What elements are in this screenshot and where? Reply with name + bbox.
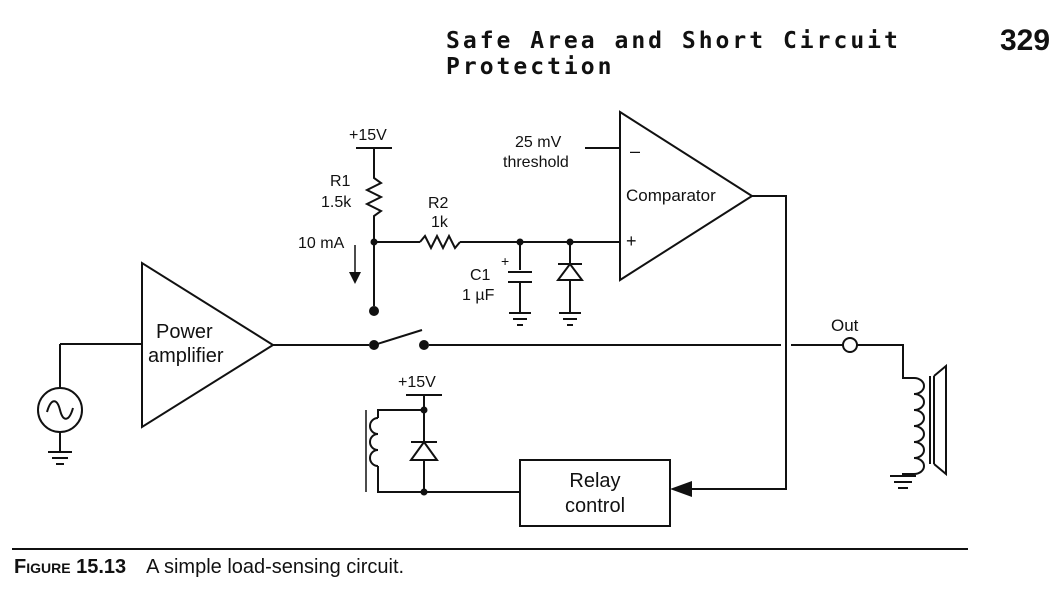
relay-coil-icon [369, 417, 379, 467]
comparator-label: Comparator [626, 186, 716, 205]
c1-plus-label: + [501, 253, 509, 269]
r2-name-label: R2 [428, 195, 449, 212]
figure-caption-label: Figure 15.13 [14, 556, 127, 578]
ground-icon [559, 312, 581, 326]
comparator-plus-label: + [626, 231, 637, 251]
r2-value-label: 1k [431, 214, 449, 231]
comparator-minus-label: – [630, 141, 640, 161]
resistor-r2 [419, 233, 461, 251]
power-amplifier-symbol [141, 261, 275, 429]
r1-name-label: R1 [330, 173, 351, 190]
relay-control-block [519, 459, 671, 527]
running-header-title: Safe Area and Short Circuit Protection [446, 28, 901, 80]
clamp-diode [556, 242, 584, 312]
relay-control-label-line2: control [565, 495, 625, 517]
contact-top-terminal [369, 306, 379, 316]
relay-control-label-line1: Relay [569, 470, 620, 492]
relay-contact-arm [373, 329, 423, 346]
threshold-word-label: threshold [503, 154, 569, 171]
figure-caption: Figure 15.13 A simple load-sensing circui… [14, 556, 404, 579]
ground-icon [509, 312, 531, 326]
amplifier-label-line2: amplifier [148, 345, 224, 367]
contact-out-terminal [419, 340, 429, 350]
threshold-value-label: 25 mV [515, 134, 562, 151]
supply-relay-label: +15V [398, 374, 436, 391]
page-number: 329 [1000, 24, 1051, 57]
ground-icon [890, 475, 916, 489]
flyback-diode [409, 410, 439, 492]
output-label: Out [831, 316, 859, 335]
supply-top-label: +15V [349, 127, 387, 144]
c1-value-label: 1 µF [462, 287, 495, 304]
arrow-into-relay-control [670, 481, 692, 497]
caption-divider [12, 548, 968, 550]
output-terminal [842, 337, 858, 353]
comparator-symbol [619, 110, 754, 282]
current-arrow-icon [349, 245, 361, 284]
r1-value-label: 1.5k [321, 194, 352, 211]
signal-source-icon [37, 387, 83, 433]
loudspeaker-icon [913, 363, 947, 477]
supply-top-symbol [356, 147, 392, 168]
figure-caption-text: A simple load-sensing circuit. [146, 556, 405, 578]
c1-name-label: C1 [470, 267, 491, 284]
amplifier-label-line1: Power [156, 321, 213, 343]
ground-icon [48, 451, 72, 465]
resistor-r1 [364, 168, 384, 242]
current-label: 10 mA [298, 235, 345, 252]
capacitor-c1 [508, 242, 532, 312]
